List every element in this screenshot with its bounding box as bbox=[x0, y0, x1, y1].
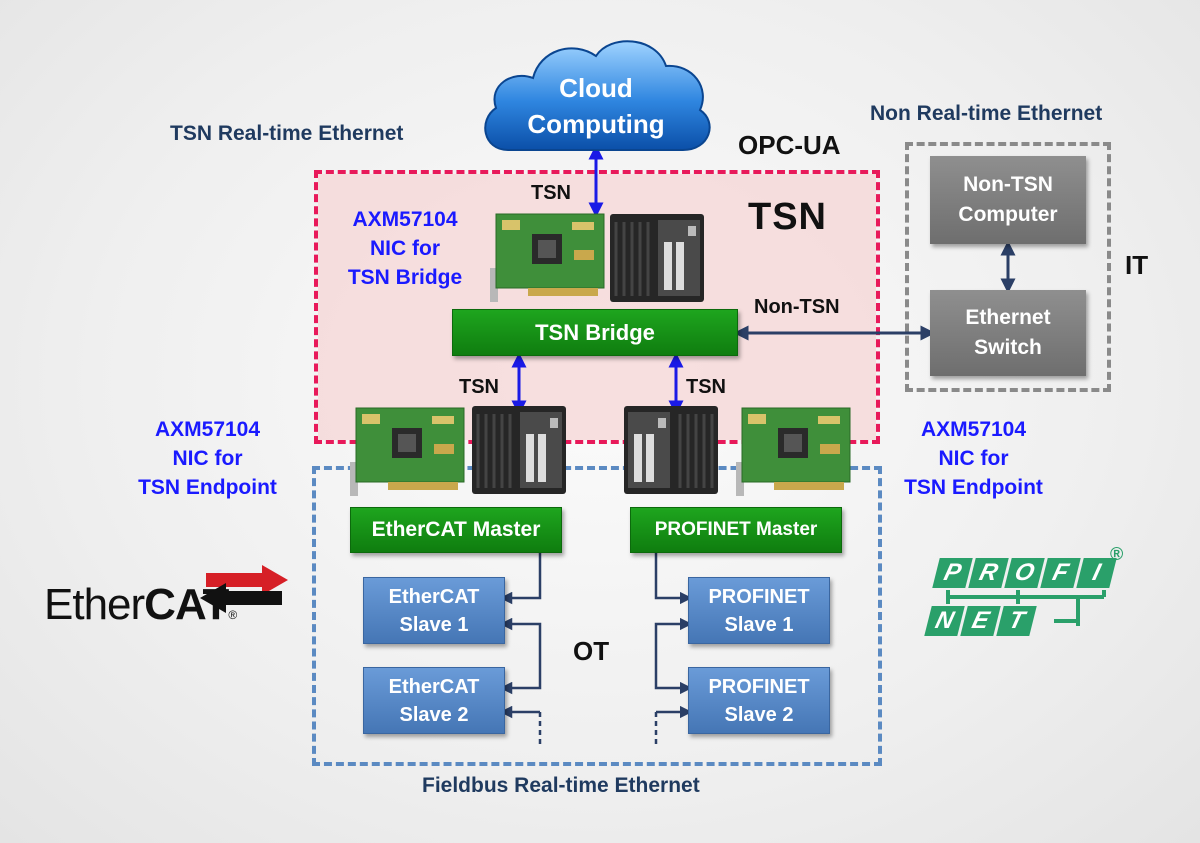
fieldbus-label: Fieldbus Real-time Ethernet bbox=[422, 774, 700, 797]
it-zone bbox=[905, 142, 1111, 392]
profinet-connector-icon bbox=[946, 590, 1106, 626]
ethercat-chain bbox=[499, 552, 542, 748]
nic-endpoint-left-line2: NIC for bbox=[172, 447, 243, 470]
industrial-pc-icon bbox=[472, 406, 566, 494]
nic-card-icon bbox=[350, 407, 465, 496]
ethercat-slave1-line1: EtherCAT bbox=[388, 585, 480, 608]
nic-endpoint-right-label: AXM57104 NIC for TSN Endpoint bbox=[886, 415, 1061, 502]
ethercat-slave2-line2: Slave 2 bbox=[399, 703, 469, 726]
nic-endpoint-right-line1: AXM57104 bbox=[920, 418, 1027, 441]
profinet-master-box: PROFINET Master bbox=[630, 507, 842, 553]
profinet-logo: P R O F I N E T ® bbox=[924, 544, 1128, 640]
profinet-slave2-line2: Slave 2 bbox=[724, 703, 794, 726]
non-tsn-link-label: Non-TSN bbox=[754, 296, 840, 318]
ethercat-slave1-box: EtherCAT Slave 1 bbox=[363, 577, 505, 644]
non-tsn-computer-line2: Computer bbox=[958, 203, 1058, 226]
cloud-line2: Computing bbox=[527, 109, 665, 139]
ethernet-switch-box: Ethernet Switch bbox=[930, 290, 1086, 376]
nic-card-icon bbox=[490, 213, 605, 302]
profinet-slave2-line1: PROFINET bbox=[708, 675, 810, 698]
profinet-chain bbox=[654, 552, 693, 748]
ot-label: OT bbox=[573, 636, 610, 666]
cloud-computing-label: Cloud Computing bbox=[478, 70, 714, 142]
non-realtime-label: Non Real-time Ethernet bbox=[870, 102, 1103, 125]
nic-bridge-line3: TSN Bridge bbox=[347, 266, 463, 289]
cloud-icon bbox=[484, 40, 711, 151]
ethercat-slave2-box: EtherCAT Slave 2 bbox=[363, 667, 505, 734]
it-label: IT bbox=[1125, 250, 1149, 280]
nic-bridge-label: AXM57104 NIC for TSN Bridge bbox=[330, 205, 480, 292]
nic-endpoint-right-line2: NIC for bbox=[938, 447, 1009, 470]
ethercat-arrow-icon bbox=[200, 565, 288, 613]
ethercat-master-box: EtherCAT Master bbox=[350, 507, 562, 553]
profinet-slave1-box: PROFINET Slave 1 bbox=[688, 577, 830, 644]
profinet-slave1-line1: PROFINET bbox=[708, 585, 810, 608]
profinet-slave2-box: PROFINET Slave 2 bbox=[688, 667, 830, 734]
non-tsn-computer-line1: Non-TSN bbox=[963, 173, 1053, 196]
opcua-label: OPC-UA bbox=[738, 130, 841, 160]
tsn-big-label: TSN bbox=[748, 196, 827, 238]
nic-card-icon bbox=[736, 407, 851, 496]
nic-bridge-line1: AXM57104 bbox=[352, 208, 458, 231]
nic-bridge-line2: NIC for bbox=[370, 237, 440, 260]
ethernet-switch-line2: Switch bbox=[974, 336, 1042, 359]
tsn-link-left-label: TSN bbox=[459, 376, 499, 398]
nic-endpoint-left-line1: AXM57104 bbox=[154, 418, 261, 441]
profinet-slave1-line2: Slave 1 bbox=[724, 613, 794, 636]
tsn-bridge-box: TSN Bridge bbox=[452, 309, 738, 356]
nic-endpoint-left-label: AXM57104 NIC for TSN Endpoint bbox=[120, 415, 295, 502]
nic-endpoint-left-line3: TSN Endpoint bbox=[138, 476, 277, 499]
tsn-link-right-label: TSN bbox=[686, 376, 726, 398]
non-tsn-computer-box: Non-TSN Computer bbox=[930, 156, 1086, 244]
cloud-line1: Cloud bbox=[559, 73, 633, 103]
tsn-link-top-label: TSN bbox=[531, 182, 571, 204]
industrial-pc-icon bbox=[610, 214, 704, 302]
tsn-realtime-label: TSN Real-time Ethernet bbox=[170, 122, 404, 145]
ethercat-logo: EtherCAT® bbox=[44, 580, 237, 630]
industrial-pc-icon bbox=[624, 406, 718, 494]
nic-endpoint-right-line3: TSN Endpoint bbox=[904, 476, 1043, 499]
ethercat-slave2-line1: EtherCAT bbox=[388, 675, 480, 698]
ethernet-switch-line1: Ethernet bbox=[965, 306, 1051, 329]
ethercat-logo-reg: ® bbox=[228, 608, 238, 622]
ethercat-logo-text-a: Ether bbox=[44, 580, 145, 629]
ethercat-slave1-line2: Slave 1 bbox=[399, 613, 469, 636]
ot-zone bbox=[312, 466, 882, 766]
profinet-reg: ® bbox=[1110, 544, 1124, 564]
